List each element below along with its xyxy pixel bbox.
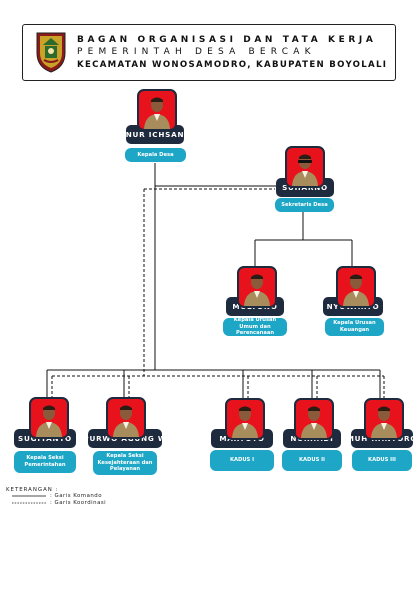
photo-nur-ichsan [137, 89, 177, 131]
title-header: BAGAN ORGANISASI DAN TATA KERJA PEMERINT… [22, 24, 396, 81]
legend-command: : Garis Komando [12, 493, 102, 499]
role-kasi-pemerintahan: Kepala Seksi Pemerintahan [14, 451, 76, 473]
role-kadus-2: KADUS II [282, 450, 342, 471]
boyolali-crest-icon [36, 32, 66, 73]
role-kadus-1: KADUS I [210, 450, 274, 471]
legend-command-label: Garis Komando [54, 493, 103, 499]
legend-title: KETERANGAN : [6, 487, 59, 493]
photo-purwo-agung [106, 397, 146, 439]
photo-nurhadi [294, 398, 334, 440]
title-line-3: KECAMATAN WONOSAMODRO, KABUPATEN BOYOLAL… [77, 60, 388, 70]
title-line-1: BAGAN ORGANISASI DAN TATA KERJA [77, 35, 377, 45]
role-sekretaris-desa: Sekretaris Desa [275, 198, 334, 212]
command-lines [46, 163, 381, 400]
photo-suharno [285, 146, 325, 188]
role-kepala-desa: Kepala Desa [125, 148, 186, 162]
legend-coordination: : Garis Koordinasi [12, 500, 106, 506]
role-kaur-keuangan: Kepala Urusan Keuangan [325, 318, 384, 336]
role-kasi-kesejahteraan: Kepala Seksi Kesejahteraan dan Pelayanan [93, 451, 157, 475]
photo-muh-hantoro [364, 398, 404, 440]
title-line-2: PEMERINTAH DESA BERCAK [77, 47, 316, 57]
photo-martoyo [225, 398, 265, 440]
photo-sugiyanto [29, 397, 69, 439]
solid-line-icon [12, 495, 46, 496]
coordination-lines [51, 188, 385, 400]
role-kadus-3: KADUS III [352, 450, 412, 471]
photo-mulyono [237, 266, 277, 308]
photo-nyuwarto [336, 266, 376, 308]
role-kaur-umum: Kepala Urusan Umum dan Perencanaan [223, 317, 287, 336]
dashed-line-icon [12, 502, 46, 503]
legend-coordination-label: Garis Koordinasi [54, 500, 107, 506]
